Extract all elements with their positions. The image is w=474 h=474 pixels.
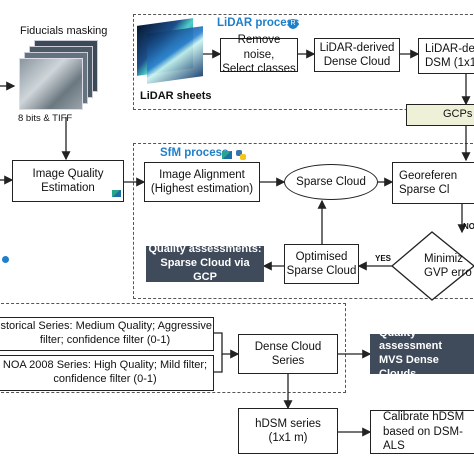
remove-noise-box: Remove noise, Select classes: [220, 34, 298, 75]
r-logo-icon: R: [288, 19, 298, 29]
image-quality-box: Image Quality Estimation: [12, 160, 124, 202]
lidar-sheets-icon: [137, 18, 205, 84]
metashape-logo-icon: [222, 151, 232, 159]
aerial-photo-stack-icon: [19, 40, 110, 112]
lidar-dsm-box: LiDAR-der DSM (1x1: [418, 38, 474, 74]
calibrate-hdsm-box: Calibrate hDSM based on DSM-ALS: [370, 410, 474, 454]
metashape-small-icon: [112, 190, 121, 197]
minimize-gvp-diamond-label: Minimiz GVP erro: [424, 252, 472, 279]
r-logo-small-icon: [2, 256, 9, 263]
sfm-process-title: SfM process: [160, 147, 229, 159]
lidar-process-title: LiDAR process: [217, 17, 300, 29]
quality-mvs-box: Quality assessment MVS Dense Clouds: [370, 327, 474, 380]
gcps-box: GCPs: [406, 104, 474, 126]
fiducials-title: Fiducials masking: [20, 25, 108, 37]
hdsm-series-box: hDSM series (1x1 m): [238, 408, 338, 454]
lidar-sheets-label: LiDAR sheets: [140, 90, 212, 102]
series-frame: [0, 303, 346, 393]
sparse-cloud-ellipse: Sparse Cloud: [284, 164, 378, 200]
lidar-dense-cloud-box: LiDAR-derived Dense Cloud: [314, 38, 400, 72]
historical-series-box: istorical Series: Medium Quality; Aggres…: [0, 317, 214, 351]
sfm-process-frame: [133, 143, 474, 299]
dense-cloud-series-box: Dense Cloud Series: [238, 334, 338, 374]
optimised-sparse-box: Optimised Sparse Cloud: [284, 244, 359, 284]
fiducials-caption: 8 bits & TIFF: [18, 113, 73, 124]
image-alignment-box: Image Alignment (Highest estimation): [144, 162, 260, 202]
python-logo-icon: [236, 150, 246, 160]
lidar-process-frame: [133, 14, 474, 110]
no-label: NO: [463, 222, 474, 231]
georeferenced-box: Georeferen Sparse Cl: [392, 162, 474, 204]
yes-label: YES: [375, 254, 392, 263]
noa2008-series-box: NOA 2008 Series: High Quality; Mild filt…: [0, 355, 214, 391]
quality-sparse-box: Quality assessments: Sparse Cloud via GC…: [146, 243, 264, 283]
